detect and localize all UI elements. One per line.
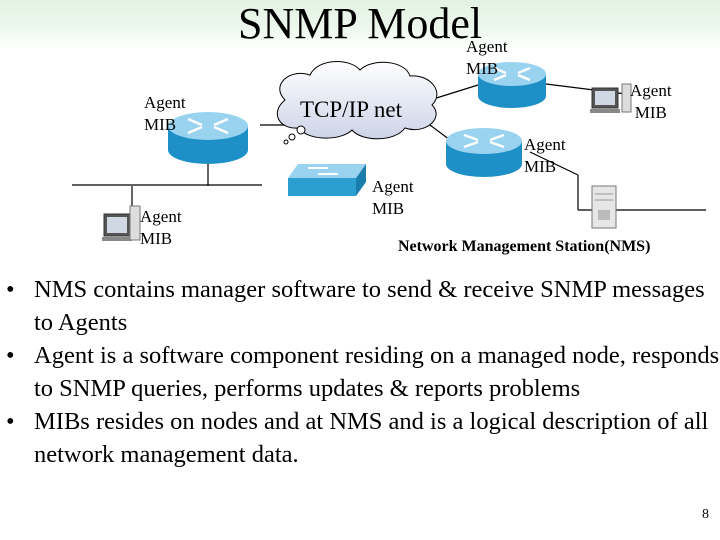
bullet-marker: • [6, 339, 15, 372]
page-number: 8 [702, 507, 709, 523]
cloud-label: TCP/IP net [300, 97, 402, 123]
agent-mib-label-switch: Agent MIB [372, 176, 414, 220]
pc-icon-left [102, 206, 140, 241]
bullet-text: NMS contains manager software to send & … [34, 276, 705, 336]
bullet-marker: • [6, 273, 15, 306]
bullet-item: • MIBs resides on nodes and at NMS and i… [10, 405, 720, 471]
network-diagram [0, 0, 720, 270]
agent-mib-label-pc: Agent MIB [140, 206, 182, 250]
bullet-text: Agent is a software component residing o… [34, 342, 719, 402]
bullet-list: • NMS contains manager software to send … [10, 273, 720, 471]
agent-mib-label-left-router: Agent MIB [144, 92, 186, 136]
agent-mib-label-right: Agent MIB [630, 80, 672, 124]
agent-mib-label-middle-router: Agent MIB [524, 134, 566, 178]
pc-icon-right [590, 84, 631, 113]
bullet-item: • Agent is a software component residing… [10, 339, 720, 405]
router-icon-middle [446, 128, 522, 177]
bullet-item: • NMS contains manager software to send … [10, 273, 720, 339]
agent-mib-label-top: Agent MIB [466, 36, 508, 80]
nms-label: Network Management Station(NMS) [398, 238, 650, 256]
switch-icon [288, 164, 366, 196]
bullet-text: MIBs resides on nodes and at NMS and is … [34, 408, 708, 468]
nms-server-icon [592, 186, 616, 228]
bullet-marker: • [6, 405, 15, 438]
